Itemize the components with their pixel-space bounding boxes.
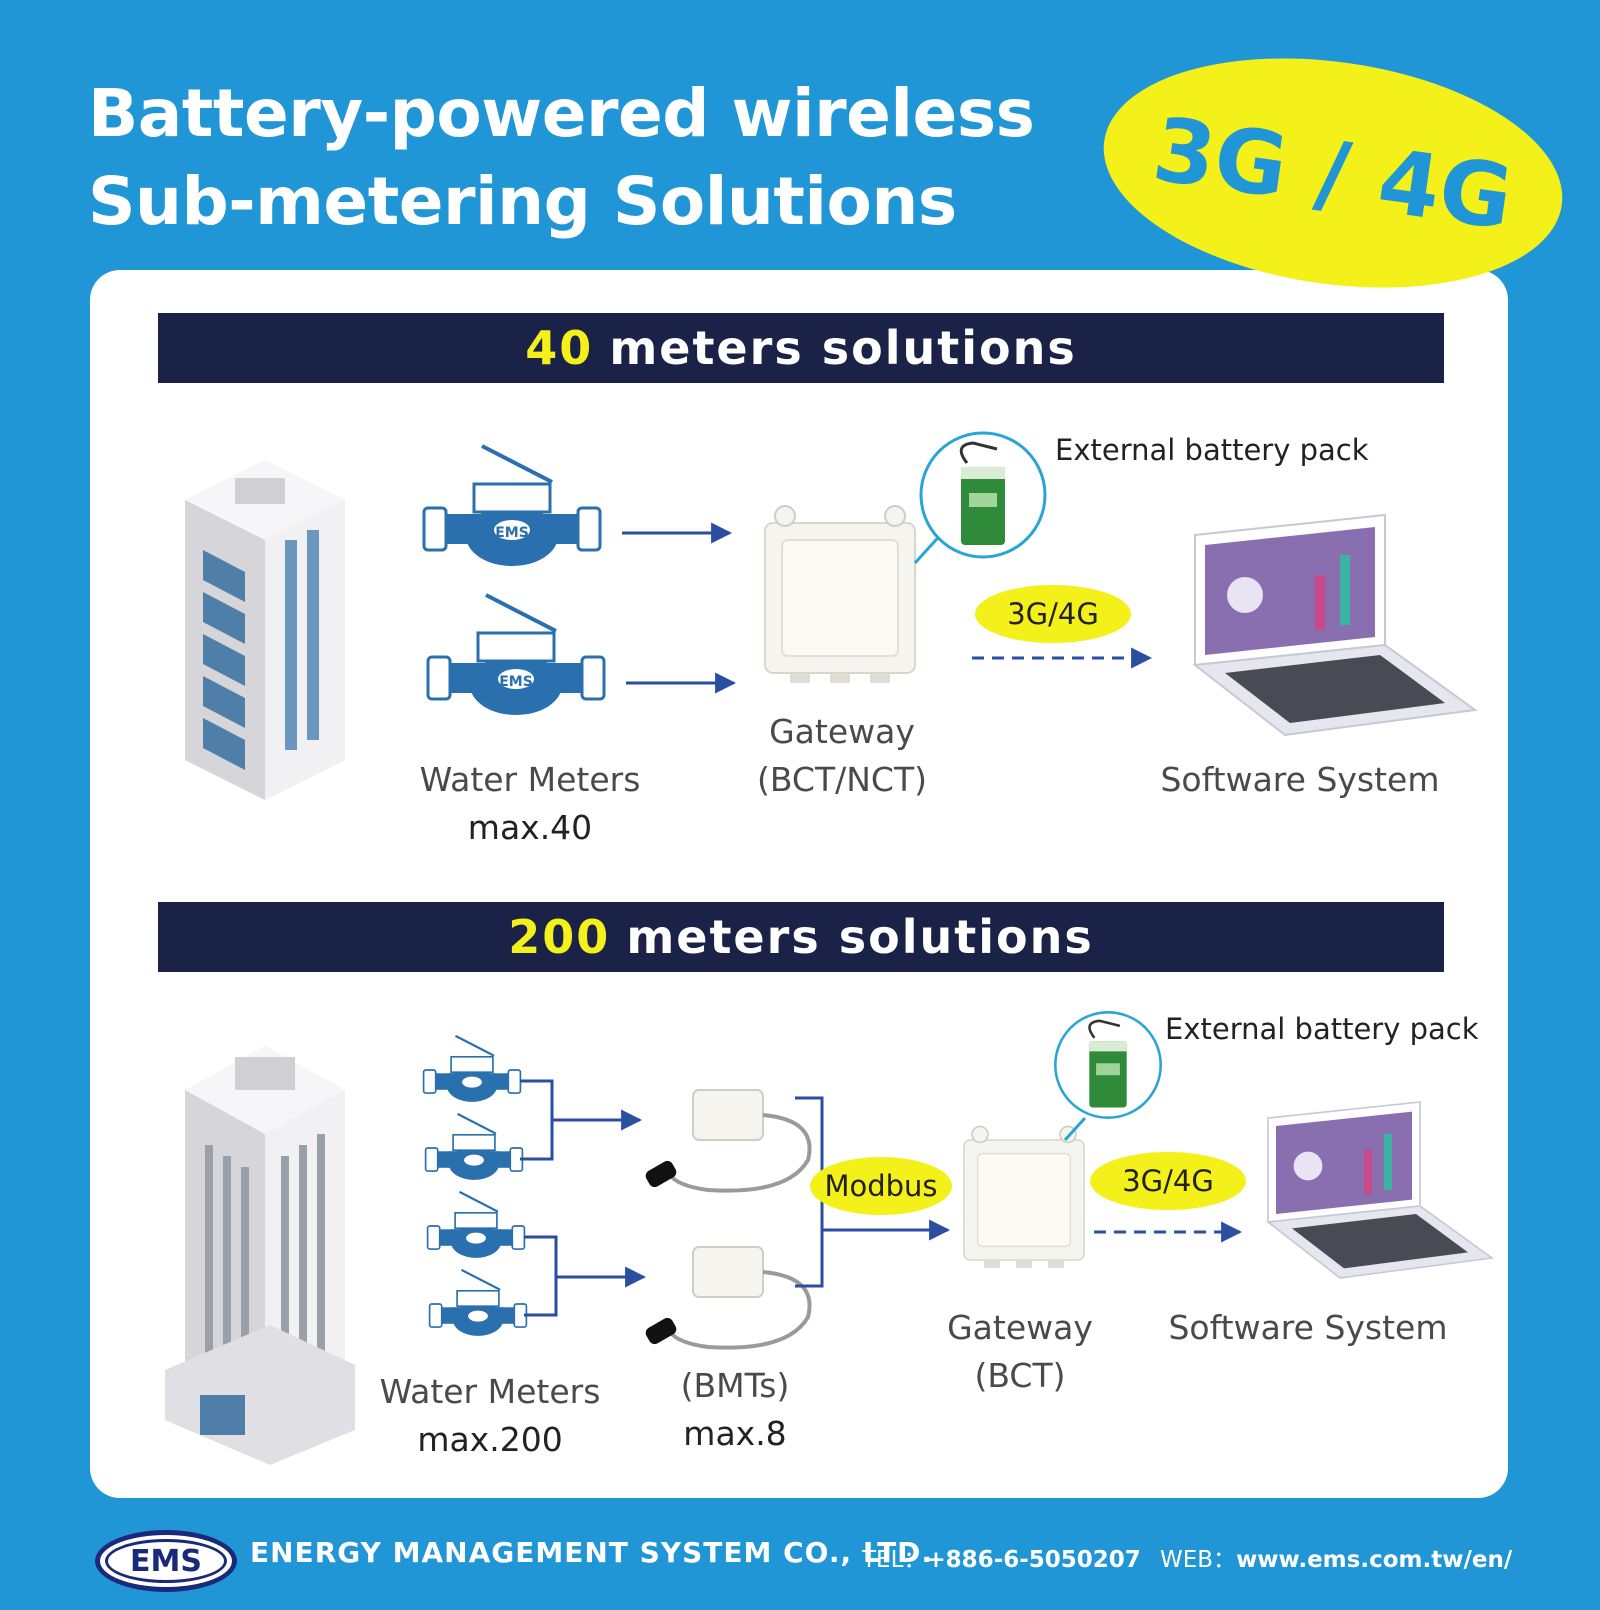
network-pill-200: 3G/4G [1090,1152,1246,1210]
building-200 [185,1046,345,1420]
section-200-number: 200 [508,910,611,964]
section-200-header: 200 meters solutions [158,902,1444,972]
bracket-meters-bottom [524,1235,558,1317]
gateway-model-40: (BCT/NCT) [756,760,927,799]
meters-max-40: max.40 [467,808,593,847]
water-meter-40-a: EMS [422,444,602,568]
tel-label: TEL： [862,1547,927,1573]
bmt-b [641,1245,812,1350]
ems-logo: EMS [95,1530,237,1592]
meters-max-200: max.200 [417,1420,563,1459]
software-label-40: Software System [1160,760,1440,799]
battery-pack-200 [1054,1011,1162,1119]
modbus-pill: Modbus [810,1157,952,1215]
water-meter-200-b [424,1112,524,1182]
water-meter-40-b: EMS [426,593,606,717]
gateway-label-200-text: Gateway [947,1308,1093,1347]
section-200-heading: meters solutions [626,910,1094,964]
web-contact: WEB：www.ems.com.tw/en/ [1160,1540,1512,1574]
gateway-40 [764,505,916,684]
meter-logo: EMS [499,674,533,690]
section-40-heading: meters solutions [609,321,1077,375]
gateway-label-200: Gateway (BCT) [920,1304,1120,1400]
meters-label-200-text: Water Meters [379,1372,601,1411]
section-40-header: 40 meters solutions [158,313,1444,383]
company-name: ENERGY MANAGEMENT SYSTEM CO., LTD. [250,1536,934,1569]
gateway-model-200: (BCT) [974,1356,1066,1395]
battery-pack-40 [919,431,1047,559]
battery-label-40: External battery pack [1055,433,1369,467]
meters-label-40: Water Meters max.40 [410,756,650,852]
building-40 [185,460,345,800]
meter-logo: EMS [495,525,529,541]
network-pill-40: 3G/4G [975,585,1131,643]
software-label-200: Software System [1168,1308,1448,1347]
web-label: WEB： [1160,1547,1237,1573]
laptop-200 [1267,1101,1493,1279]
title-line-2: Sub-metering Solutions [88,163,957,240]
battery-label-200: External battery pack [1165,1012,1479,1046]
bracket-meters-top [520,1079,554,1161]
gateway-200 [963,1125,1085,1269]
section-40-number: 40 [525,321,594,375]
web-link[interactable]: www.ems.com.tw/en/ [1236,1547,1513,1573]
gateway-label-40-text: Gateway [769,712,915,751]
ems-logo-text: EMS [105,1539,227,1583]
title-line-1: Battery-powered wireless [88,75,1035,152]
water-meter-200-d [428,1268,528,1338]
meters-label-40-text: Water Meters [419,760,641,799]
meters-label-200: Water Meters max.200 [370,1368,610,1464]
bmt-label: (BMTs) max.8 [655,1362,815,1458]
building-200-door [200,1395,245,1435]
bmt-a [641,1088,812,1193]
bmt-max: max.8 [683,1414,787,1453]
gateway-label-40: Gateway (BCT/NCT) [732,708,952,804]
tel-number: +886-6-5050207 [926,1547,1141,1573]
footer: EMS ENERGY MANAGEMENT SYSTEM CO., LTD. T… [0,1520,1600,1592]
battery-connector-200 [1063,1116,1087,1142]
bmt-label-text: (BMTs) [680,1366,790,1405]
water-meter-200-c [426,1190,526,1260]
laptop-40 [1194,514,1476,736]
tel-contact: TEL：+886-6-5050207 [862,1540,1141,1574]
water-meter-200-a [422,1034,522,1104]
page-title: Battery-powered wireless Sub-metering So… [88,70,1035,246]
